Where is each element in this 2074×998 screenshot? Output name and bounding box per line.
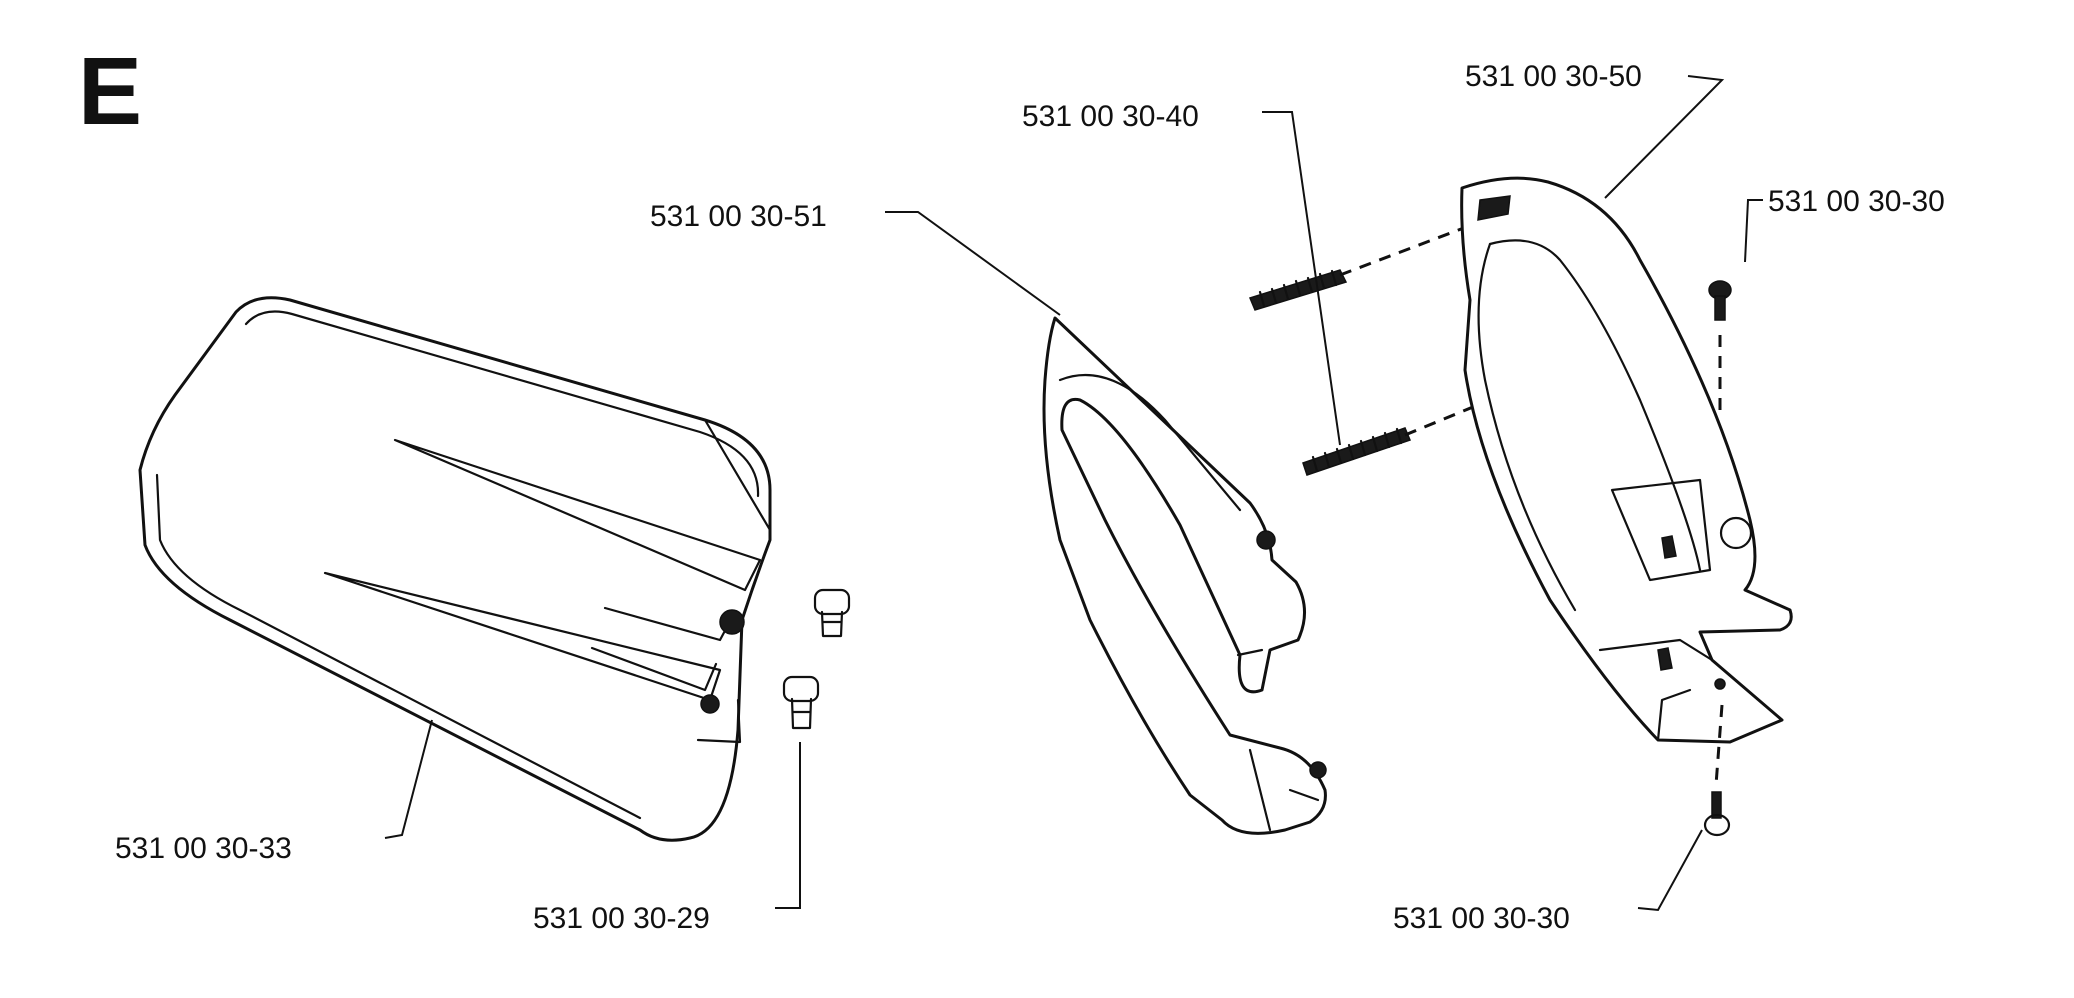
label-rear-handle: 531 00 30-50 [1465, 60, 1642, 93]
leader-spring [1262, 111, 1341, 446]
cover-screw-hole-icon [700, 694, 720, 714]
cover-part [138, 296, 772, 842]
label-screw-bottom: 531 00 30-30 [1393, 902, 1570, 935]
leader-screw-bottom [1637, 829, 1703, 912]
cover-screw-hole-icon [719, 609, 745, 635]
label-cover-screw: 531 00 30-29 [533, 902, 710, 935]
rear-handle-part [1460, 176, 1793, 744]
handle-screw-hole-icon [1256, 530, 1276, 550]
cover-screw-lower [782, 675, 820, 730]
label-spring: 531 00 30-40 [1022, 100, 1199, 133]
section-letter: E [78, 38, 142, 145]
rear-handle-screw-hole-icon [1714, 678, 1726, 690]
spring-lower [1302, 427, 1412, 476]
screw-bottom-part [1703, 791, 1731, 837]
front-handle-part [1042, 316, 1327, 835]
cover-screw-upper [813, 588, 851, 638]
leader-rear-handle [1604, 75, 1725, 199]
screw-top-part [1708, 280, 1732, 321]
leader-front-handle [885, 211, 1061, 316]
label-screw-top: 531 00 30-30 [1768, 185, 1945, 218]
label-front-handle: 531 00 30-51 [650, 200, 827, 233]
leader-cover-screw [775, 742, 801, 909]
leader-screw-top [1744, 199, 1763, 263]
spring-upper [1248, 269, 1348, 311]
rear-handle-hole-icon [1719, 516, 1753, 550]
leader-cover [384, 719, 433, 839]
label-cover: 531 00 30-33 [115, 832, 292, 865]
handle-screw-hole-icon [1309, 761, 1327, 779]
